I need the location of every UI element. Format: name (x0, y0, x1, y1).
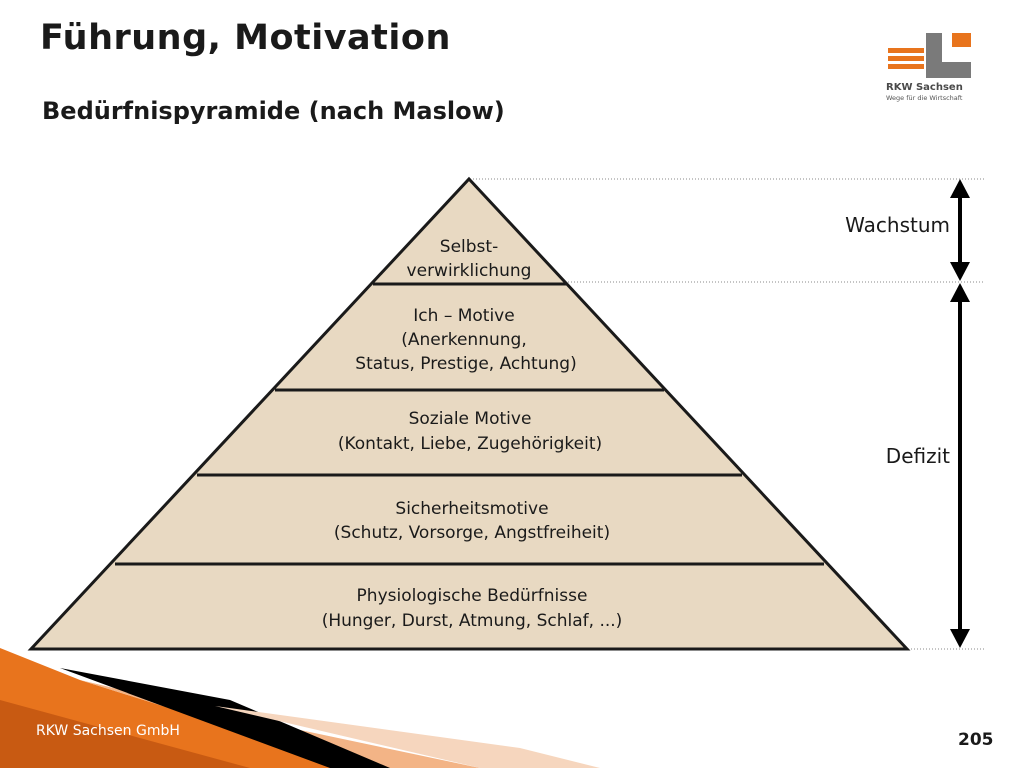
pyramid-level-2-line-1: Ich – Motive (413, 306, 514, 326)
deficit-label: Defizit (886, 444, 950, 468)
pyramid-level-4-line-1: Sicherheitsmotive (395, 499, 548, 519)
growth-arrow (950, 179, 970, 281)
rkw-logo (888, 33, 971, 78)
pyramid-level-2-line-3: Status, Prestige, Achtung) (355, 354, 576, 374)
logo-name: RKW Sachsen (886, 82, 963, 93)
pyramid-level-3-line-2: (Kontakt, Liebe, Zugehörigkeit) (338, 434, 602, 454)
deficit-arrow (950, 283, 970, 648)
pyramid-level-4-line-2: (Schutz, Vorsorge, Angstfreiheit) (334, 523, 610, 543)
footer-decoration (0, 648, 600, 768)
pyramid-level-3-line-1: Soziale Motive (409, 409, 532, 429)
page-title: Führung, Motivation (40, 18, 451, 58)
pyramid-level-5-line-1: Physiologische Bedürfnisse (357, 586, 588, 606)
pyramid-level-2-line-2: (Anerkennung, (401, 330, 526, 350)
page-number: 205 (958, 730, 994, 750)
page-subtitle: Bedürfnispyramide (nach Maslow) (42, 97, 505, 125)
logo-tagline: Wege für die Wirtschaft (886, 94, 963, 102)
pyramid-level-5-line-2: (Hunger, Durst, Atmung, Schlaf, ...) (322, 611, 623, 631)
footer-company: RKW Sachsen GmbH (36, 723, 180, 739)
pyramid-level-1-line-1: Selbst- (440, 237, 498, 257)
pyramid-level-1-line-2: verwirklichung (407, 261, 532, 281)
growth-label: Wachstum (845, 213, 950, 237)
pyramid-shape (27, 176, 911, 651)
